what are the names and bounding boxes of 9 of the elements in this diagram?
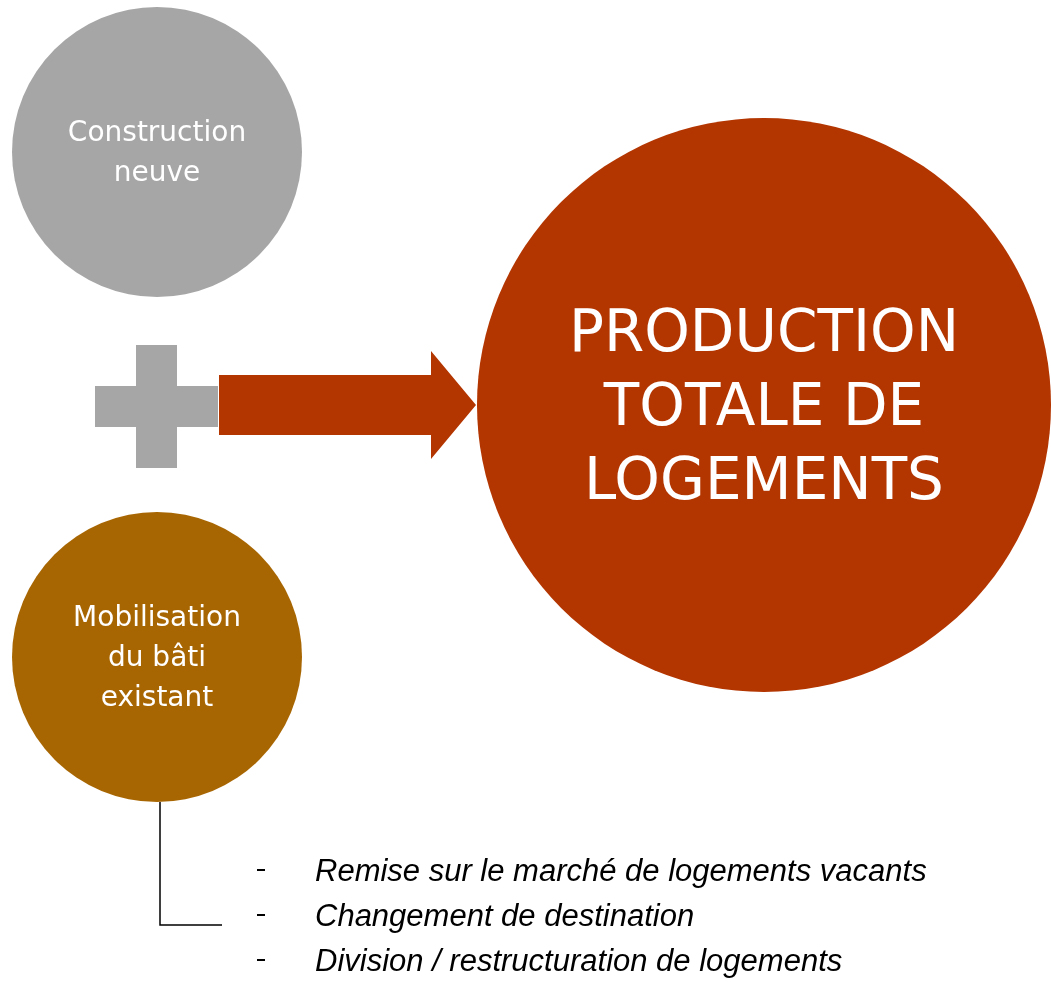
circle-label: Construction neuve — [66, 114, 248, 190]
plus-sign — [95, 345, 218, 468]
list-item: Division / restructuration de logements — [315, 941, 843, 980]
list-item: Changement de destination — [315, 896, 695, 935]
block-arrow — [219, 351, 476, 459]
list-item: Remise sur le marché de logements vacants — [315, 851, 927, 890]
circle-label: PRODUCTION TOTALE DE LOGEMENTS — [567, 296, 961, 515]
leader-line — [159, 801, 223, 926]
circle-label: Mobilisation du bâti existant — [72, 599, 242, 715]
